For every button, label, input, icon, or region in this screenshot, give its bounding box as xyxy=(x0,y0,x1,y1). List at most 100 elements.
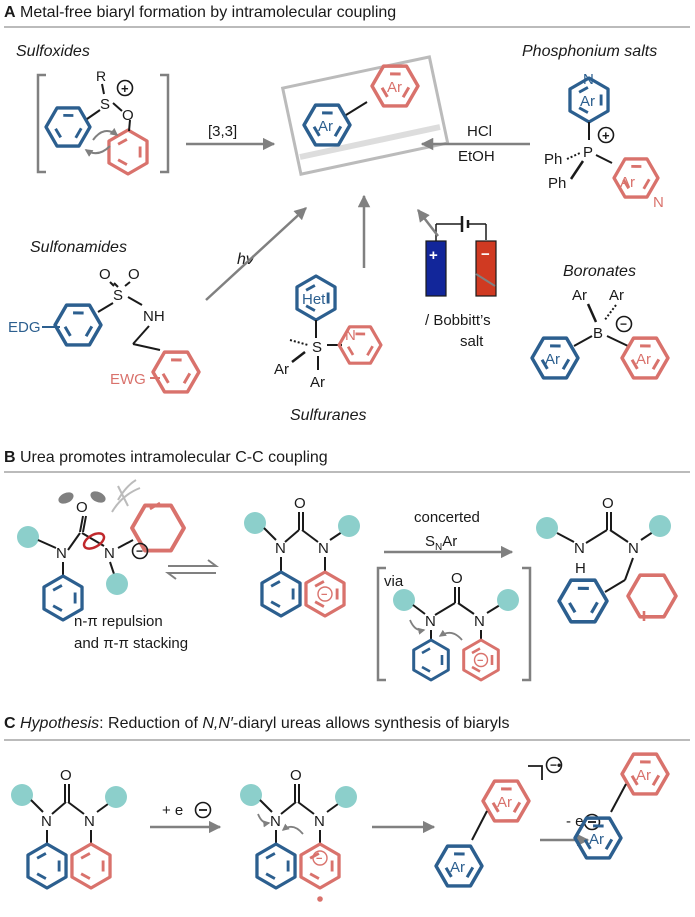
sulfonamide-blue-ring xyxy=(47,293,109,357)
product-red-ring xyxy=(620,563,684,629)
sulfoxide-red-ring xyxy=(107,128,149,176)
bobbitt-salt-label: salt xyxy=(460,333,484,350)
substituent-sphere xyxy=(244,512,266,534)
via-label: via xyxy=(384,573,404,590)
center-biaryl: Ar Ar xyxy=(280,54,450,176)
svg-text:−•: −• xyxy=(550,758,561,772)
biaryl-radical-anion: Ar Ar −• xyxy=(428,756,563,898)
svg-text:O: O xyxy=(290,767,302,784)
svg-text:Ar: Ar xyxy=(609,287,624,304)
urea-structure-c1: O N N xyxy=(11,767,127,890)
c1-blue-ring xyxy=(26,842,68,890)
svg-text:N: N xyxy=(41,813,52,830)
right-bracket xyxy=(160,73,170,174)
phosphonium-label: Phosphonium salts xyxy=(522,43,657,60)
svg-text:Ar: Ar xyxy=(620,174,635,191)
snar-label: SNAr xyxy=(425,533,457,553)
svg-text:O: O xyxy=(76,499,88,516)
r-group-label: R xyxy=(96,68,106,84)
svg-text:N: N xyxy=(653,194,664,211)
section-c-letter: C xyxy=(4,715,16,732)
svg-text:N: N xyxy=(425,613,436,630)
svg-text:N: N xyxy=(314,813,325,830)
svg-text:Ar: Ar xyxy=(450,859,465,876)
substituent-sphere xyxy=(393,589,415,611)
negative-charge-icon xyxy=(473,652,489,668)
sulfoxides-label: Sulfoxides xyxy=(16,43,90,60)
svg-text:Het: Het xyxy=(302,291,326,308)
svg-text:Ar: Ar xyxy=(545,351,560,368)
svg-text:Ph: Ph xyxy=(544,151,562,168)
phosphonium-structure: N Ar + P Ph Ph Ar N xyxy=(544,71,666,211)
edg-label: EDG xyxy=(8,319,41,336)
svg-text:+: + xyxy=(429,247,438,264)
section-c-title: Hypothesis: Reduction of N,N′-diaryl ure… xyxy=(20,715,509,732)
svg-text:+: + xyxy=(602,128,610,143)
svg-text:N: N xyxy=(574,540,585,557)
svg-text:Ph: Ph xyxy=(548,175,566,192)
substituent-sphere xyxy=(240,784,262,806)
svg-text:+: + xyxy=(121,81,129,96)
c2-blue-ring xyxy=(255,842,297,890)
electron-icon xyxy=(194,801,212,819)
svg-text:O: O xyxy=(451,570,463,587)
b2-blue-ring xyxy=(260,570,302,618)
svg-text:N: N xyxy=(628,540,639,557)
curly-arrow-icon xyxy=(409,619,426,635)
biaryl-product: Ar Ar xyxy=(567,742,676,870)
boronate-structure: Ar Ar B − Ar Ar xyxy=(524,287,676,390)
positive-charge-icon xyxy=(597,126,615,144)
boronates-label: Boronates xyxy=(563,263,636,280)
svg-text:Ar: Ar xyxy=(310,374,325,391)
svg-text:N: N xyxy=(583,71,594,88)
lone-pair-icon xyxy=(58,492,74,504)
negative-charge-icon xyxy=(615,315,633,333)
left-bracket xyxy=(36,73,46,174)
sulfonamides-label: Sulfonamides xyxy=(30,239,127,256)
negative-charge-icon xyxy=(131,542,149,560)
sulfur-label: S xyxy=(100,96,110,113)
substituent-sphere xyxy=(338,515,360,537)
svg-text:Ar: Ar xyxy=(636,351,651,368)
svg-text:O: O xyxy=(602,495,614,512)
product-blue-ring xyxy=(551,568,615,634)
svg-text:Ar: Ar xyxy=(580,93,595,110)
product-box-shadow xyxy=(299,124,441,160)
svg-text:−: − xyxy=(477,655,483,667)
svg-text:Ar: Ar xyxy=(497,794,512,811)
etoh-label: EtOH xyxy=(458,148,495,165)
plus-electron-label: + e xyxy=(162,802,183,819)
svg-text:N: N xyxy=(474,613,485,630)
electro-pointer xyxy=(475,273,496,287)
svg-text:B: B xyxy=(593,325,603,342)
svg-text:Ar: Ar xyxy=(636,767,651,784)
curly-arrow-icon xyxy=(257,813,271,828)
section-a: A Metal-free biaryl formation by intramo… xyxy=(4,4,690,424)
svg-text:−: − xyxy=(481,246,490,263)
sulfonamide-structure: EDG S O O NH EWG xyxy=(8,266,207,404)
svg-text:−: − xyxy=(316,853,322,865)
section-c: C Hypothesis: Reduction of N,N′-diaryl u… xyxy=(4,715,690,902)
svg-text:N: N xyxy=(56,545,67,562)
substituent-sphere xyxy=(105,786,127,808)
urea-structure-c2: O N N − xyxy=(240,767,357,902)
curly-arrow-icon xyxy=(84,145,111,157)
minus-electron-label: - e xyxy=(566,813,584,830)
c1-red-ring xyxy=(70,842,112,890)
svg-text:Ar: Ar xyxy=(274,361,289,378)
svg-text:−: − xyxy=(321,589,327,601)
svg-text:N: N xyxy=(275,540,286,557)
right-bracket xyxy=(522,566,532,682)
cathode-icon xyxy=(475,240,497,297)
svg-text:O: O xyxy=(99,266,111,283)
svg-text:N: N xyxy=(104,545,115,562)
sulfonamide-red-ring xyxy=(145,340,207,404)
negative-charge-icon xyxy=(545,756,563,774)
svg-text:Ar: Ar xyxy=(572,287,587,304)
svg-text:−: − xyxy=(620,317,627,331)
substituent-sphere xyxy=(536,517,558,539)
svg-text:S: S xyxy=(312,339,322,356)
svg-text:Ar: Ar xyxy=(589,831,604,848)
lone-pair-icon xyxy=(90,491,106,503)
